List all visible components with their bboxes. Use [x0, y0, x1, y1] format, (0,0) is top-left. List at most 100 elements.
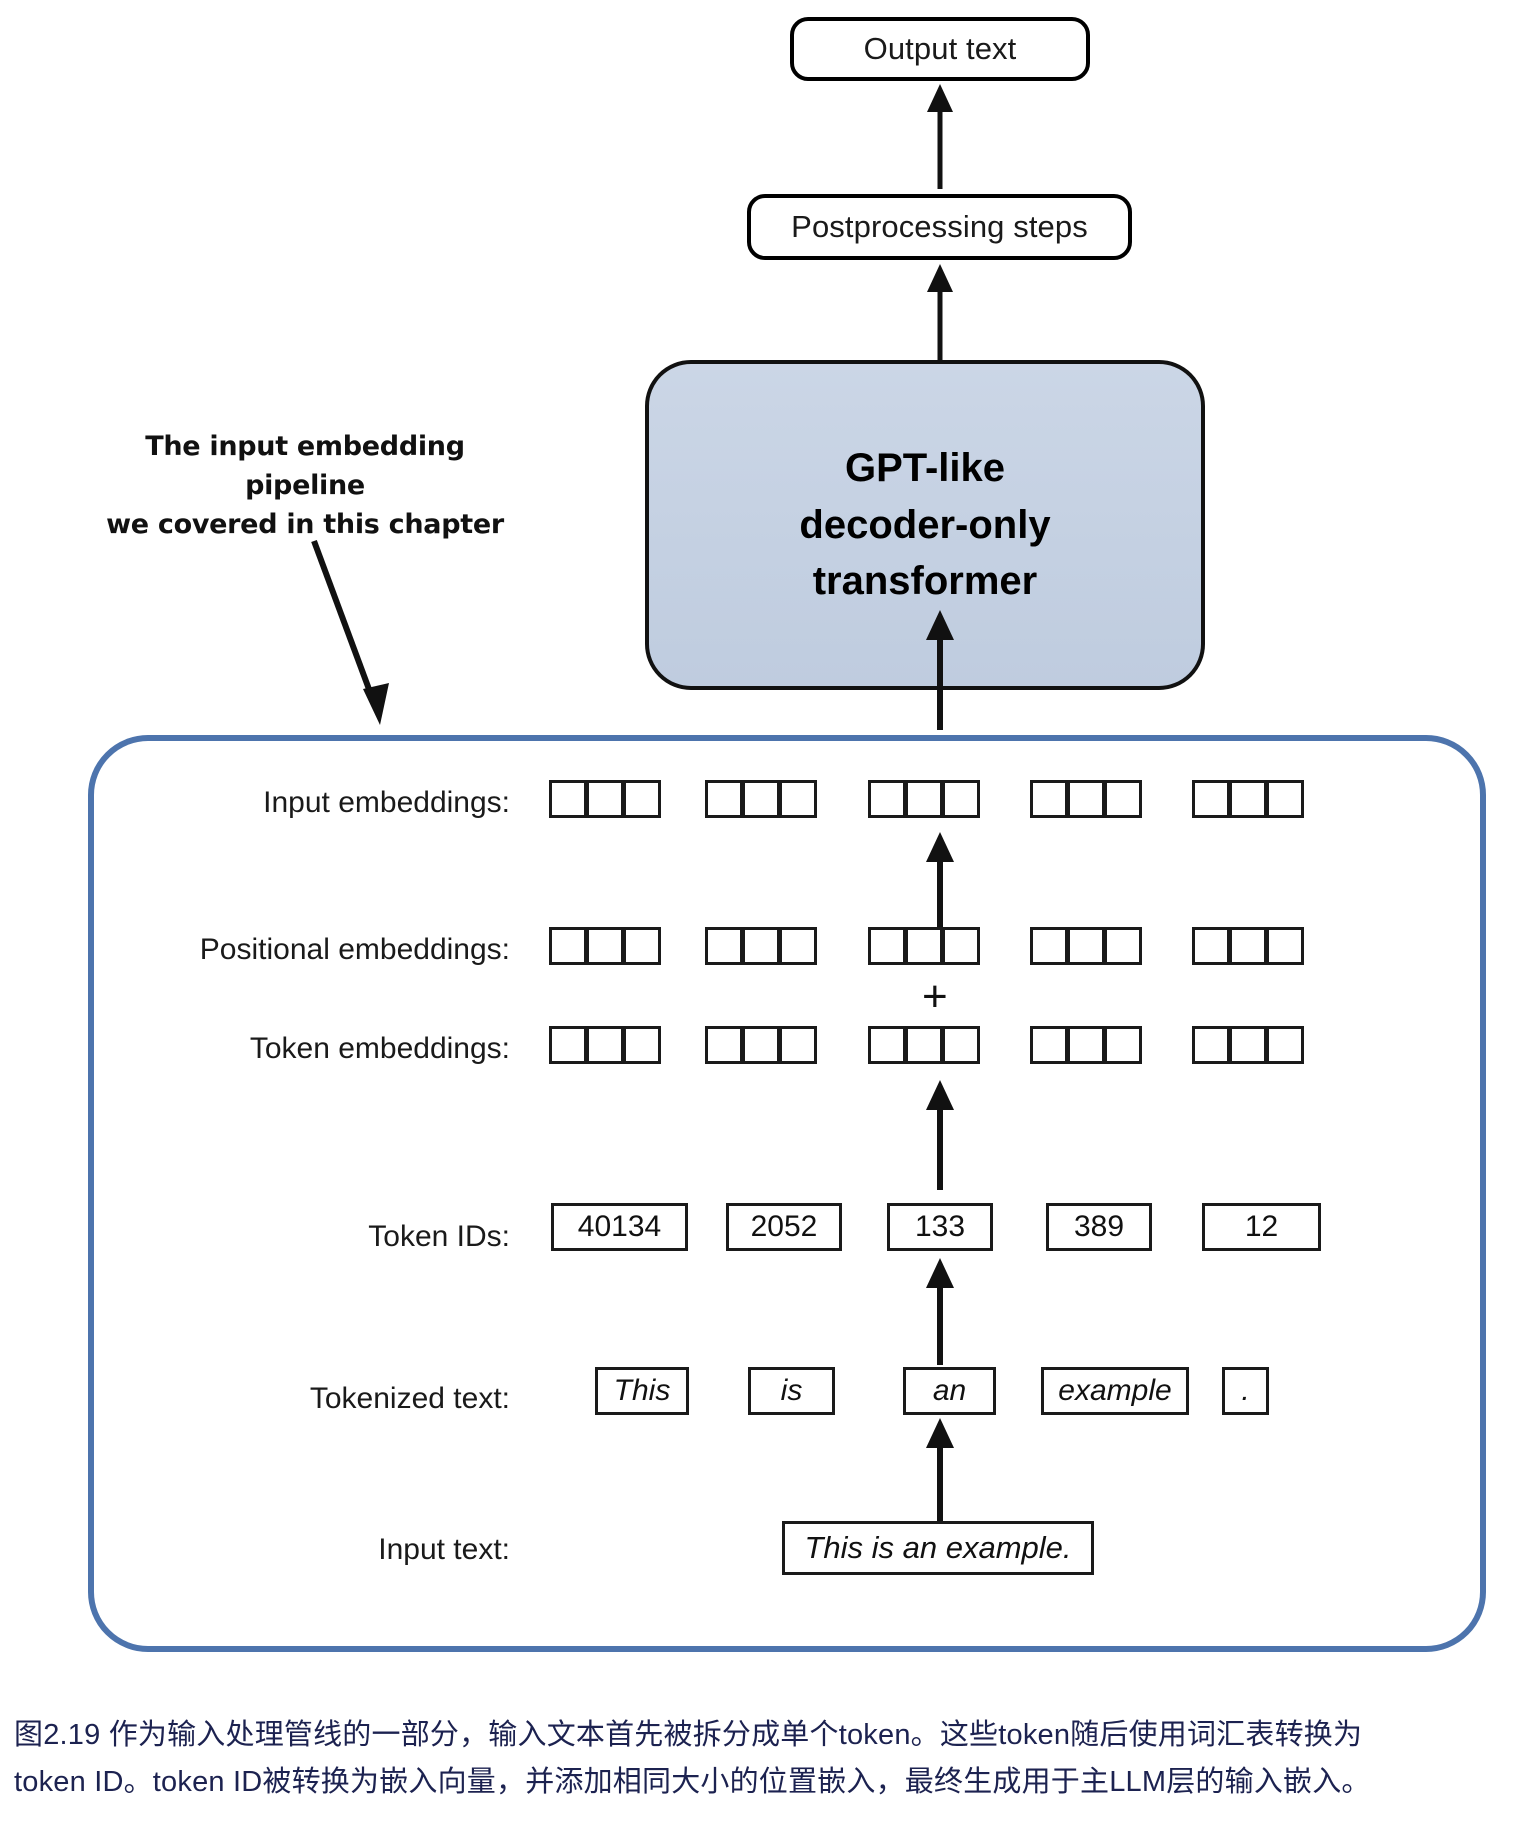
embedding-cell	[1266, 780, 1304, 818]
embedding-cell	[742, 780, 780, 818]
embedding-cell	[868, 1026, 906, 1064]
embedding-cell	[1229, 780, 1267, 818]
embedding-cell	[623, 1026, 661, 1064]
row-label-token-embeddings: Token embeddings:	[249, 1032, 510, 1065]
positional-embeddings-group-2	[705, 927, 817, 965]
row-label-token-ids: Token IDs:	[368, 1220, 510, 1253]
embedding-cell	[942, 1026, 980, 1064]
arrow-tokenized-text-to-token-ids	[926, 1258, 954, 1365]
arrow-model-to-postprocessing	[927, 264, 953, 368]
embedding-cell	[742, 927, 780, 965]
embedding-cell	[1266, 1026, 1304, 1064]
embedding-cell	[623, 927, 661, 965]
embedding-cell	[705, 780, 743, 818]
embedding-cell	[549, 927, 587, 965]
embedding-cell	[779, 1026, 817, 1064]
token-embeddings-group-4	[1030, 1026, 1142, 1064]
pipeline-annotation: The input embedding pipeline we covered …	[85, 427, 525, 544]
token-embeddings-group-5	[1192, 1026, 1304, 1064]
gpt-decoder-transformer-box: GPT-like decoder-only transformer	[645, 360, 1205, 690]
token-embeddings-group-3	[868, 1026, 980, 1064]
embedding-cell	[705, 927, 743, 965]
token-embeddings-group-1	[549, 1026, 661, 1064]
embedding-cell	[905, 1026, 943, 1064]
token-id-box-1: 40134	[551, 1203, 688, 1251]
embedding-cell	[942, 927, 980, 965]
embedding-cell	[742, 1026, 780, 1064]
token-box-1: This	[595, 1367, 689, 1415]
embedding-cell	[779, 780, 817, 818]
positional-embeddings-group-1	[549, 927, 661, 965]
embedding-cell	[586, 927, 624, 965]
model-box-text: GPT-like decoder-only transformer	[799, 440, 1050, 610]
embedding-cell	[1104, 780, 1142, 818]
embedding-cell	[1192, 780, 1230, 818]
token-box-3: an	[903, 1367, 996, 1415]
embedding-cell	[868, 780, 906, 818]
embedding-cell	[1030, 927, 1068, 965]
arrow-token-ids-to-token-embeddings	[926, 1080, 954, 1190]
input-embeddings-group-1	[549, 780, 661, 818]
positional-embeddings-group-3	[868, 927, 980, 965]
arrow-postprocessing-to-output	[927, 84, 953, 189]
token-id-box-4: 389	[1046, 1203, 1152, 1251]
annotation-line-2: we covered in this chapter	[106, 509, 504, 541]
embedding-cell	[586, 780, 624, 818]
token-box-5: .	[1222, 1367, 1269, 1415]
model-line-2: decoder-only	[799, 502, 1051, 547]
positional-embeddings-group-5	[1192, 927, 1304, 965]
model-line-1: GPT-like	[844, 445, 1006, 490]
embedding-cell	[1030, 780, 1068, 818]
row-label-tokenized-text: Tokenized text:	[309, 1382, 510, 1415]
arrow-sum-to-input-embeddings	[926, 832, 954, 940]
input-embeddings-group-2	[705, 780, 817, 818]
embedding-cell	[942, 780, 980, 818]
embedding-cell	[905, 927, 943, 965]
embedding-cell	[1192, 927, 1230, 965]
annotation-pointer-arrow	[311, 539, 389, 725]
embedding-cell	[1192, 1026, 1230, 1064]
embedding-cell	[549, 780, 587, 818]
caption-line-1: 图2.19 作为输入处理管线的一部分，输入文本首先被拆分成单个token。这些t…	[14, 1719, 1363, 1751]
embedding-cell	[705, 1026, 743, 1064]
input-embeddings-group-5	[1192, 780, 1304, 818]
annotation-line-1: The input embedding pipeline	[145, 431, 465, 502]
plus-operator: +	[922, 972, 948, 1021]
row-label-positional-embeddings: Positional embeddings:	[199, 933, 510, 966]
embedding-cell	[1229, 1026, 1267, 1064]
token-id-box-2: 2052	[726, 1203, 842, 1251]
figure-caption: 图2.19 作为输入处理管线的一部分，输入文本首先被拆分成单个token。这些t…	[14, 1712, 1514, 1806]
row-label-input-text: Input text:	[378, 1533, 510, 1566]
embedding-cell	[779, 927, 817, 965]
postprocessing-steps-label: Postprocessing steps	[791, 209, 1088, 244]
embedding-cell	[623, 780, 661, 818]
input-text-box: This is an example.	[782, 1521, 1094, 1575]
embedding-cell	[1266, 927, 1304, 965]
embedding-cell	[549, 1026, 587, 1064]
row-label-input-embeddings: Input embeddings:	[263, 786, 510, 819]
embedding-cell	[905, 780, 943, 818]
embedding-cell	[868, 927, 906, 965]
input-embedding-pipeline-container	[88, 735, 1486, 1652]
token-id-box-5: 12	[1202, 1203, 1321, 1251]
input-embeddings-group-4	[1030, 780, 1142, 818]
arrow-input-text-to-tokenized-text	[926, 1418, 954, 1530]
output-text-label: Output text	[863, 31, 1017, 66]
token-id-box-3: 133	[887, 1203, 993, 1251]
embedding-cell	[1104, 1026, 1142, 1064]
embedding-cell	[1067, 927, 1105, 965]
embedding-cell	[1104, 927, 1142, 965]
output-text-box: Output text	[790, 17, 1090, 81]
positional-embeddings-group-4	[1030, 927, 1142, 965]
token-box-2: is	[748, 1367, 835, 1415]
input-embeddings-group-3	[868, 780, 980, 818]
embedding-cell	[1067, 780, 1105, 818]
embedding-cell	[586, 1026, 624, 1064]
model-line-3: transformer	[812, 559, 1038, 604]
token-box-4: example	[1041, 1367, 1189, 1415]
caption-line-2: token ID。token ID被转换为嵌入向量，并添加相同大小的位置嵌入，最…	[14, 1765, 1371, 1798]
embedding-cell	[1229, 927, 1267, 965]
embedding-cell	[1067, 1026, 1105, 1064]
token-embeddings-group-2	[705, 1026, 817, 1064]
